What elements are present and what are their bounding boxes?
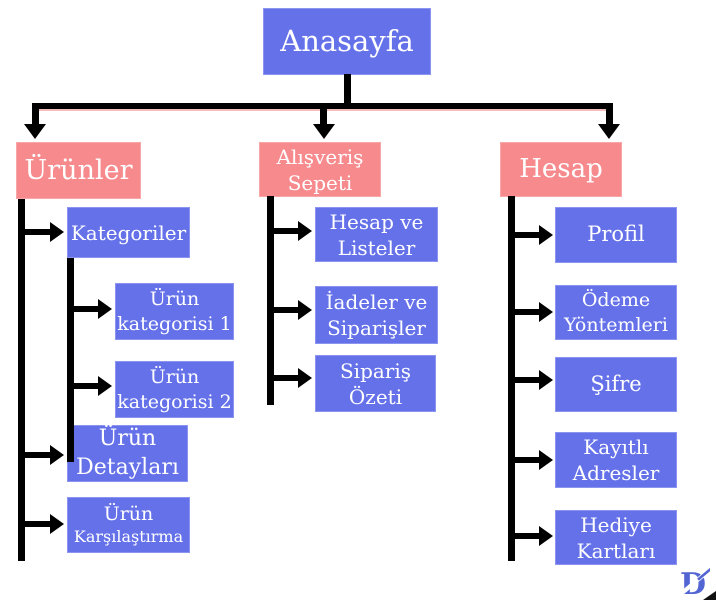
node-kategoriler: Kategoriler [67, 207, 190, 258]
connector-drop-cart [320, 107, 327, 124]
connector-to-sifre [508, 377, 539, 383]
connector-categories-vertical [67, 258, 74, 462]
node-urun-detaylari-label: Ürün Detayları [76, 425, 179, 480]
connector-to-siparis-ozeti [267, 375, 298, 381]
connector-to-urun-karsilastirma [18, 521, 50, 527]
connector-to-kayitli-adresler [508, 457, 539, 463]
connector-cart-vertical [267, 196, 274, 405]
node-urun-kategorisi-2: Ürün kategorisi 2 [115, 361, 234, 418]
arrowhead-down-cart-icon [313, 124, 335, 139]
arrowhead-right-siparis-ozeti-icon [298, 368, 312, 388]
connector-to-kategoriler [18, 229, 50, 235]
node-urun-karsilastirma-line1: Ürün [103, 503, 154, 526]
node-kayitli-adresler-label: Kayıtlı Adresler [572, 435, 660, 485]
node-hesap-label: Hesap [519, 153, 603, 184]
connector-home-stem [344, 74, 351, 104]
node-odeme-yontemleri: Ödeme Yöntemleri [555, 285, 677, 340]
connector-drop-products [32, 103, 39, 125]
arrowhead-right-kategoriler-icon [50, 222, 64, 242]
node-kategoriler-label: Kategoriler [70, 220, 187, 245]
node-hediye-kartlari-label: Hediye Kartları [576, 512, 656, 563]
node-siparis-ozeti: Sipariş Özeti [315, 355, 436, 412]
arrowhead-right-urun-detaylari-icon [50, 445, 64, 465]
arrowhead-down-products-icon [24, 124, 46, 139]
connector-to-urun-detaylari [18, 452, 50, 458]
node-sifre: Şifre [555, 357, 677, 412]
arrowhead-right-iadeler-icon [298, 300, 312, 320]
arrowhead-right-hediye-kartlari-icon [539, 526, 553, 546]
connector-drop-account [606, 103, 613, 125]
node-hediye-kartlari: Hediye Kartları [555, 510, 677, 565]
connector-to-kategori-1 [67, 306, 98, 312]
node-anasayfa-label: Anasayfa [280, 23, 414, 58]
arrowhead-right-kategori-1-icon [98, 299, 112, 319]
node-urunler: Ürünler [16, 142, 141, 199]
connector-top-horizontal [32, 103, 612, 109]
arrowhead-down-account-icon [598, 124, 620, 139]
connector-to-kategori-2 [67, 383, 98, 389]
node-iadeler-ve-siparisler: İadeler ve Siparişler [315, 286, 438, 344]
node-kayitli-adresler: Kayıtlı Adresler [555, 432, 677, 488]
node-alisveris-sepeti: Alışveriş Sepeti [259, 142, 381, 197]
connector-to-odeme-yontemleri [508, 309, 539, 315]
corner-wedge-icon [703, 591, 716, 600]
connector-to-iadeler [267, 307, 298, 313]
arrowhead-right-kayitli-adresler-icon [539, 450, 553, 470]
connector-to-profil [508, 232, 539, 238]
node-profil-label: Profil [587, 222, 645, 247]
node-hesap: Hesap [500, 142, 622, 197]
connector-to-hesap-ve-listeler [267, 228, 298, 234]
arrowhead-right-kategori-2-icon [98, 376, 112, 396]
node-hesap-ve-listeler: Hesap ve Listeler [315, 207, 438, 262]
node-profil: Profil [555, 207, 677, 263]
arrowhead-right-hesap-ve-listeler-icon [298, 221, 312, 241]
node-siparis-ozeti-label: Sipariş Özeti [339, 358, 412, 409]
arrowhead-right-profil-icon [539, 225, 553, 245]
node-urun-karsilastirma-line2: Karşılaştırma [73, 526, 184, 546]
node-urun-detaylari: Ürün Detayları [67, 425, 188, 482]
node-urun-karsilastirma: Ürün Karşılaştırma [67, 497, 190, 553]
node-anasayfa: Anasayfa [263, 8, 431, 75]
arrowhead-right-urun-karsilastirma-icon [50, 514, 64, 534]
arrowhead-right-sifre-icon [539, 370, 553, 390]
arrowhead-right-odeme-yontemleri-icon [539, 302, 553, 322]
node-odeme-yontemleri-label: Ödeme Yöntemleri [564, 288, 668, 336]
connector-to-hediye-kartlari [508, 533, 539, 539]
d-slash-logo-icon: D [678, 567, 710, 600]
node-iadeler-ve-siparisler-label: İadeler ve Siparişler [325, 290, 428, 340]
node-hesap-ve-listeler-label: Hesap ve Listeler [329, 209, 424, 260]
node-sifre-label: Şifre [590, 371, 642, 396]
node-urunler-label: Ürünler [24, 154, 133, 186]
connector-products-vertical [18, 199, 25, 561]
node-urun-kategorisi-1: Ürün kategorisi 1 [115, 283, 234, 340]
node-urun-kategorisi-1-label: Ürün kategorisi 1 [117, 287, 232, 335]
node-alisveris-sepeti-label: Alışveriş Sepeti [276, 144, 364, 195]
node-urun-kategorisi-2-label: Ürün kategorisi 2 [117, 365, 232, 413]
